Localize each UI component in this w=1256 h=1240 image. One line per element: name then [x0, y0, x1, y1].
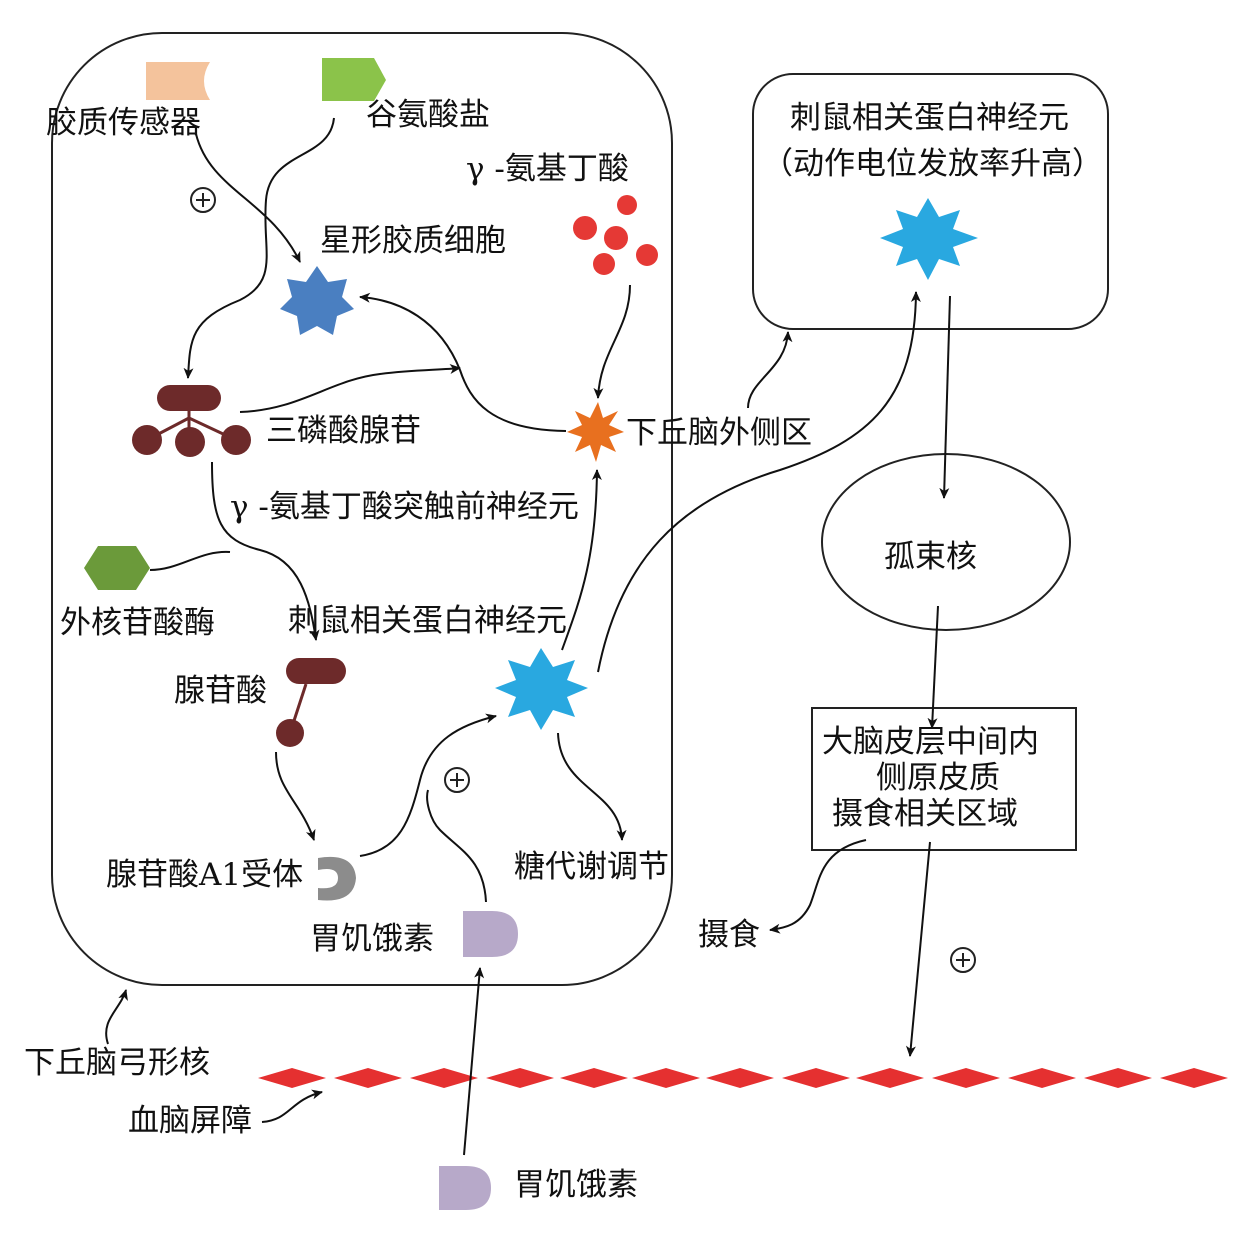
agrp-neuron-star-icon: [495, 648, 588, 730]
arrows: [105, 117, 951, 1156]
a1-receptor-shape-icon: [318, 856, 356, 901]
blood-brain-barrier-label: 血脑屏障: [128, 1103, 252, 1139]
astrocyte-star-icon: [280, 266, 354, 335]
agrp-neuron-box: [752, 73, 1109, 330]
ectonucleotidase-hexagon-icon: [84, 546, 150, 590]
arrow-ghrelin-outside-inside: [463, 967, 485, 1156]
cortex-line-2: 侧原皮质: [876, 760, 1000, 796]
agrp-neuron-label: 刺鼠相关蛋白神经元: [288, 603, 567, 639]
a1-receptor-label: 腺苷酸A1受体: [106, 857, 304, 893]
glutamate-shape: [322, 58, 386, 101]
arrow-adenosine-a1: [275, 751, 316, 841]
glucose-metabolism-label: 糖代谢调节: [514, 849, 669, 885]
ghrelin-outside-shape: [439, 1166, 491, 1210]
plus-circle-icon: [950, 947, 976, 973]
glutamate-label: 谷氨酸盐: [366, 97, 490, 133]
lateral-hypothalamus-star-icon: [567, 402, 624, 462]
atp-shape-icon: [132, 385, 251, 457]
adenosine-shape-icon: [276, 658, 346, 747]
agrp-box-subtitle: （动作电位发放率升高）: [762, 146, 1103, 182]
glial-sensor-shape: [146, 62, 210, 100]
arrow-agrp-glucose: [557, 732, 627, 841]
gaba-presynaptic-label: γ -氨基丁酸突触前神经元: [230, 489, 579, 525]
blood-brain-barrier-diamonds: [258, 1068, 1228, 1088]
atp-label: 三磷酸腺苷: [266, 413, 421, 449]
arrow-box-nts: [939, 295, 951, 499]
glial-sensor-label: 胶质传感器: [46, 105, 201, 141]
arrow-arcuate-label: [105, 989, 128, 1045]
ectonucleotidase-label: 外核苷酸酶: [60, 605, 215, 641]
arrow-lh-rightbox: [747, 331, 793, 409]
gaba-label: γ -氨基丁酸: [466, 151, 629, 187]
plus-circle-icon: [190, 187, 216, 213]
arrow-gaba-lh: [593, 284, 631, 399]
arrow-agrp-rightbox: [597, 291, 921, 673]
arrow-atp-lh: [239, 364, 461, 413]
ghrelin-outside-label: 胃饥饿素: [514, 1167, 638, 1203]
arrow-glutamate-atp: [183, 117, 335, 379]
arcuate-nucleus-region: [51, 32, 673, 986]
agrp-box-title: 刺鼠相关蛋白神经元: [790, 100, 1069, 136]
ghrelin-inside-label: 胃饥饿素: [310, 921, 434, 957]
plus-circle-icon: [444, 767, 470, 793]
nts-label: 孤束核: [884, 539, 977, 575]
arrow-sensor-astrocyte: [195, 133, 301, 263]
line-ectonucleotidase: [149, 550, 231, 571]
astrocyte-label: 星形胶质细胞: [320, 223, 506, 259]
arrow-atp-adenosine: [211, 461, 320, 641]
arrow-nts-cortex: [927, 605, 939, 729]
ghrelin-inside-shape: [463, 911, 518, 957]
arrow-lh-astrocyte: [359, 292, 567, 432]
arrow-agrp-lh: [561, 469, 602, 651]
arrow-cortex-feeding: [769, 839, 867, 934]
adenosine-label: 腺苷酸: [174, 673, 267, 709]
cortex-line-1: 大脑皮层中间内: [822, 724, 1039, 760]
lateral-hypothalamus-label: 下丘脑外侧区: [626, 415, 812, 451]
arcuate-nucleus-label: 下丘脑弓形核: [24, 1045, 210, 1081]
feeding-label: 摄食: [698, 917, 760, 953]
agrp-box-star-icon: [880, 198, 978, 280]
line-ghrelin-inside: [426, 789, 487, 903]
arrow-a1-agrp: [359, 713, 497, 857]
arrow-bbb-label: [261, 1089, 323, 1123]
cortex-line-3: 摄食相关区域: [832, 796, 1018, 832]
cortex-box: [811, 707, 1077, 851]
arrow-cortex-bbb: [905, 841, 931, 1057]
gaba-dots: [573, 195, 658, 275]
